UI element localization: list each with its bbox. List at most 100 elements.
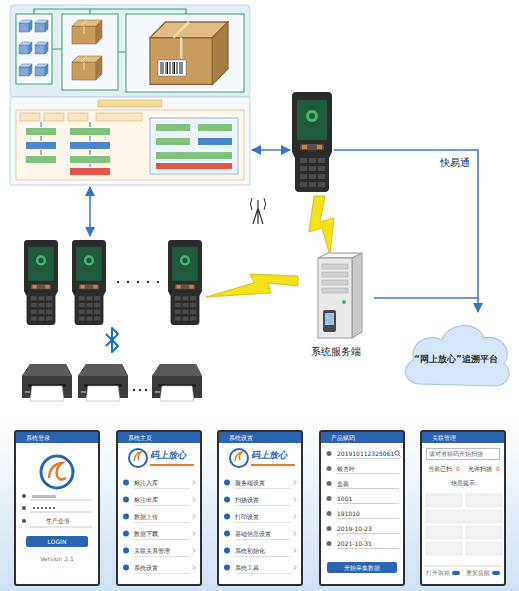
carton [72,20,102,44]
phone-screen: 关联管理请对准箱码开始扫描当前已扫0允许扫描0信息提示打开装箱重复提醒 [420,430,506,586]
phone-symbol [325,313,334,325]
module-bar [26,156,56,163]
unit-box [19,64,32,76]
software-panel [10,97,250,185]
field-icon [327,526,332,531]
field-line [30,512,92,513]
field-icon [22,494,26,498]
module-tag [20,113,40,121]
divider [424,566,502,567]
app-logo [134,452,141,461]
antenna-symbol [253,200,263,224]
field-icon [327,511,332,516]
module-bar [156,138,190,145]
field-line [30,527,92,528]
password-dot [53,507,55,509]
link-arrow [374,298,478,312]
phone-screen: 产品赋码201910112325061银杏叶盒装10011910102019-1… [319,430,405,586]
password-dot [49,507,51,509]
module-bar [26,142,56,149]
platform-name: “网上放心”追溯平台 [410,354,502,364]
screen-title: 关联管理 [422,432,504,443]
count-label: 允许扫描 [468,466,496,473]
ellipsis-dot [137,281,139,283]
unit-box [35,64,48,76]
form-field: 1001 [337,493,399,504]
menu-item: 数据下载 [134,527,190,540]
module-bar [70,142,110,149]
phone-screen: 系统主页码上放心标注入库标注出库数据上传数据下载关联关系管理系统设置 [116,430,202,586]
disabled-button [466,494,502,507]
form-field: 银杏叶 [337,463,399,474]
cloud-platform: “网上放心”追溯平台 [398,312,514,392]
drive-bay [322,264,348,269]
version-text: Version 2.1 [16,556,98,563]
ellipsis-dot [145,389,147,391]
wireless-bolt [206,274,298,297]
disabled-button [466,526,502,539]
unit-box [19,42,32,54]
menu-item: 系统初始化 [235,544,291,557]
label-printer [152,364,202,401]
ellipsis-dot [133,389,135,391]
form-field: 201910112325061 [337,448,399,459]
count-value: 0 [456,466,464,473]
backdrop [0,415,519,591]
form-field: 2019-10-23 [337,523,399,534]
slogan-bar [150,464,194,466]
phone-screen [219,432,301,584]
field-icon [22,519,26,523]
panel-tab [98,100,162,107]
menu-item: 系统设置 [134,561,190,574]
group-frame [16,14,52,84]
phone-screen: 系统登录生产企业LOGINVersion 2.1 [14,430,100,586]
toggle-switch [492,571,500,575]
password-dot [37,507,39,509]
phone-screen [422,432,504,584]
grouping-line [52,49,126,52]
password-dot [41,507,43,509]
signal-waves [251,198,266,210]
server-label: 系统服务端 [298,346,374,358]
drive-bay [322,280,348,285]
handheld-terminal [24,240,58,325]
ellipsis-dot [147,281,149,283]
bluetooth-symbol [106,328,118,352]
field-value: 生产企业 [46,518,98,525]
drive-bay [322,272,348,277]
option-label: 打开装箱 [426,570,462,577]
carton [72,56,102,80]
module-bar [70,156,110,163]
menu-item: 扫描设置 [235,493,291,506]
menu-item: 标注入库 [134,476,190,489]
link-label: 快易通 [440,156,470,170]
phone-screen [16,432,98,584]
cloud-symbol [398,312,514,392]
cloud-outline [405,325,509,386]
menu-item: 关联关系管理 [134,544,190,557]
phone-symbol [323,310,336,332]
group-frame [126,14,244,92]
menu-item: 数据上传 [134,510,190,523]
unit-box [19,20,32,32]
menu-item: 系统工具 [235,561,291,574]
field-icon [327,541,332,546]
disabled-button [426,494,462,507]
ellipsis-dot [157,281,159,283]
sync-arrow [252,149,290,151]
ellipsis-dot [127,281,129,283]
screen-title: 系统登录 [16,432,98,443]
form-field: 2021-10-31 [337,538,399,549]
panel-body [16,110,244,180]
barcode [161,62,182,74]
module-tag [44,113,64,121]
module-bar [70,128,110,135]
unit-box [35,42,48,54]
module-bar [156,124,190,131]
module-bar [156,152,232,159]
server-side [352,253,362,338]
app-logo [41,456,73,488]
label-printer [78,364,128,401]
